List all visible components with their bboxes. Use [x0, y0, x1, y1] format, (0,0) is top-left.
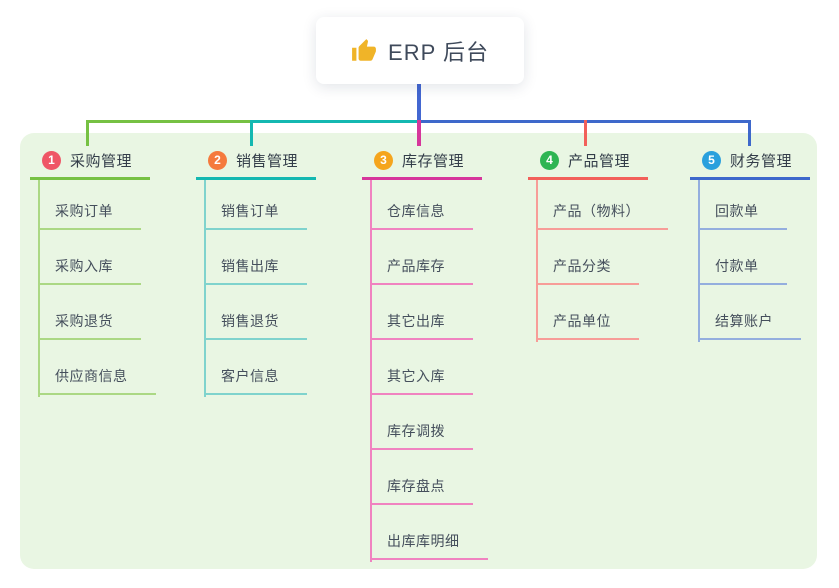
child-node[interactable]: 仓库信息 [370, 175, 488, 230]
child-node[interactable]: 采购订单 [38, 175, 156, 230]
child-node[interactable]: 采购退货 [38, 285, 156, 340]
branch-spine-line [370, 180, 372, 562]
child-label: 仓库信息 [370, 201, 473, 230]
branch-number-badge: 1 [42, 150, 61, 170]
child-node[interactable]: 结算账户 [698, 285, 801, 340]
branch-number-badge: 4 [540, 150, 559, 170]
child-label: 供应商信息 [38, 366, 156, 395]
drop-line-product [584, 120, 587, 146]
child-node[interactable]: 销售退货 [204, 285, 307, 340]
branch-number-badge: 2 [208, 150, 227, 170]
child-node[interactable]: 产品分类 [536, 230, 668, 285]
branch-title: 库存管理 [402, 152, 465, 170]
child-node[interactable]: 其它出库 [370, 285, 488, 340]
child-label: 结算账户 [698, 311, 801, 340]
branch-title: 销售管理 [236, 152, 299, 170]
child-label: 产品库存 [370, 256, 473, 285]
branch-number-badge: 3 [374, 150, 393, 170]
branch-sales-head[interactable]: 2 销售管理 [196, 147, 356, 173]
branch-inventory: 3 库存管理 仓库信息 产品库存 其它出库 其它入库 库存调拨 库存盘点 出库库… [362, 147, 522, 562]
branch-spine-line [38, 180, 40, 397]
branch-children: 采购订单 采购入库 采购退货 供应商信息 [38, 175, 156, 395]
child-label: 其它出库 [370, 311, 473, 340]
child-node[interactable]: 库存盘点 [370, 450, 488, 505]
branch-spine-line [536, 180, 538, 342]
branch-children: 销售订单 销售出库 销售退货 客户信息 [204, 175, 307, 395]
child-label: 采购退货 [38, 311, 141, 340]
root-title: ERP 后台 [388, 39, 489, 65]
child-label: 采购订单 [38, 201, 141, 230]
child-label: 产品（物料） [536, 201, 668, 230]
branch-purchase: 1 采购管理 采购订单 采购入库 采购退货 供应商信息 [30, 147, 190, 397]
branch-inventory-head[interactable]: 3 库存管理 [362, 147, 522, 173]
child-label: 销售订单 [204, 201, 307, 230]
child-node[interactable]: 其它入库 [370, 340, 488, 395]
child-label: 采购入库 [38, 256, 141, 285]
child-node[interactable]: 销售出库 [204, 230, 307, 285]
child-node[interactable]: 采购入库 [38, 230, 156, 285]
child-label: 销售退货 [204, 311, 307, 340]
child-node[interactable]: 客户信息 [204, 340, 307, 395]
branch-purchase-head[interactable]: 1 采购管理 [30, 147, 190, 173]
drop-line-purchase [86, 120, 89, 146]
root-node[interactable]: ERP 后台 [316, 17, 524, 84]
branch-underline [690, 177, 810, 180]
branch-product-head[interactable]: 4 产品管理 [528, 147, 688, 173]
branch-finance-head[interactable]: 5 财务管理 [690, 147, 839, 173]
child-label: 其它入库 [370, 366, 473, 395]
branch-spine-line [204, 180, 206, 397]
branch-children: 回款单 付款单 结算账户 [698, 175, 801, 340]
child-label: 客户信息 [204, 366, 307, 395]
child-node[interactable]: 产品库存 [370, 230, 488, 285]
connector-segment-purchase [87, 120, 252, 123]
child-node[interactable]: 产品（物料） [536, 175, 668, 230]
drop-line-inventory [417, 120, 421, 146]
branch-finance: 5 财务管理 回款单 付款单 结算账户 [690, 147, 839, 342]
child-label: 出库库明细 [370, 531, 488, 560]
child-node[interactable]: 销售订单 [204, 175, 307, 230]
branch-children: 产品（物料） 产品分类 产品单位 [536, 175, 668, 340]
child-label: 库存盘点 [370, 476, 473, 505]
child-node[interactable]: 产品单位 [536, 285, 668, 340]
branch-title: 财务管理 [730, 152, 793, 170]
child-label: 销售出库 [204, 256, 307, 285]
drop-line-sales [250, 120, 253, 146]
branch-number-badge: 5 [702, 150, 721, 170]
branch-title: 产品管理 [568, 152, 631, 170]
branch-children: 仓库信息 产品库存 其它出库 其它入库 库存调拨 库存盘点 出库库明细 [370, 175, 488, 560]
child-label: 付款单 [698, 256, 787, 285]
child-node[interactable]: 供应商信息 [38, 340, 156, 395]
branch-product: 4 产品管理 产品（物料） 产品分类 产品单位 [528, 147, 688, 342]
branch-sales: 2 销售管理 销售订单 销售出库 销售退货 客户信息 [196, 147, 356, 397]
branch-underline [528, 177, 648, 180]
child-label: 回款单 [698, 201, 787, 230]
branch-underline [362, 177, 482, 180]
child-label: 库存调拨 [370, 421, 473, 450]
branch-underline [196, 177, 316, 180]
child-node[interactable]: 付款单 [698, 230, 801, 285]
drop-line-finance [748, 120, 751, 146]
child-node[interactable]: 出库库明细 [370, 505, 488, 560]
connector-segment-sales [251, 120, 418, 123]
branch-spine-line [698, 180, 700, 342]
child-node[interactable]: 回款单 [698, 175, 801, 230]
branch-underline [30, 177, 150, 180]
child-label: 产品单位 [536, 311, 639, 340]
root-connector-line [417, 84, 421, 123]
branches-background-panel [20, 133, 817, 569]
child-label: 产品分类 [536, 256, 639, 285]
thumbs-up-icon [352, 38, 376, 61]
branch-title: 采购管理 [70, 152, 133, 170]
child-node[interactable]: 库存调拨 [370, 395, 488, 450]
